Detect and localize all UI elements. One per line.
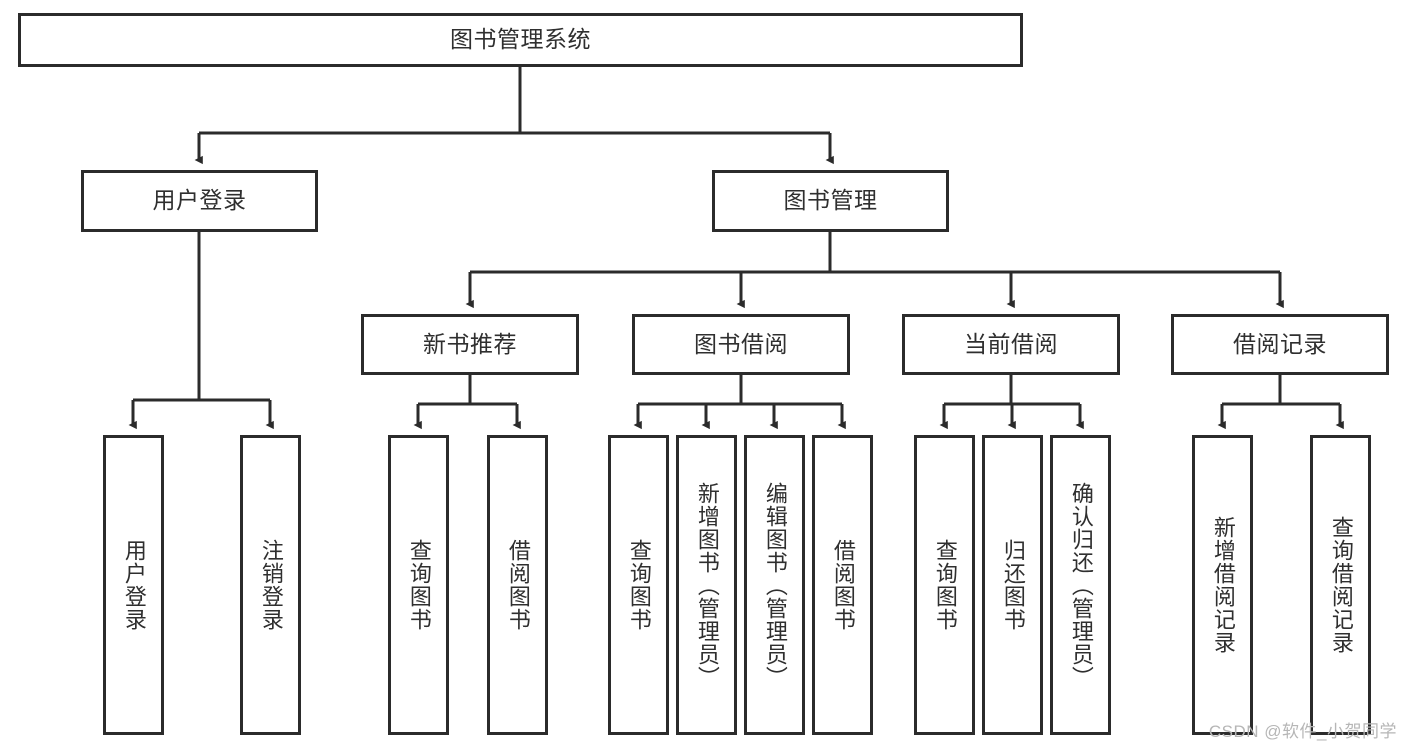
leaf-query-book-recommend-label: 查询图书 — [406, 539, 432, 631]
leaf-query-book-current[interactable]: 查询图书 — [914, 435, 975, 735]
leaf-borrow-book-recommend-label: 借阅图书 — [505, 539, 531, 631]
node-borrow-record[interactable]: 借阅记录 — [1171, 314, 1389, 375]
leaf-query-book-current-label: 查询图书 — [932, 539, 958, 631]
node-current-borrow[interactable]: 当前借阅 — [902, 314, 1120, 375]
leaf-confirm-return-admin[interactable]: 确认归还（管理员） — [1050, 435, 1111, 735]
leaf-query-book-recommend[interactable]: 查询图书 — [388, 435, 449, 735]
leaf-logout-login-label: 注销登录 — [258, 539, 284, 631]
leaf-query-borrow-record-label: 查询借阅记录 — [1328, 516, 1354, 654]
node-new-book-recommend-label: 新书推荐 — [423, 330, 517, 357]
watermark-text: CSDN @软件_小贺同学 — [1208, 722, 1397, 741]
node-root[interactable]: 图书管理系统 — [18, 13, 1023, 67]
leaf-query-borrow-record[interactable]: 查询借阅记录 — [1310, 435, 1371, 735]
leaf-user-login[interactable]: 用户登录 — [103, 435, 164, 735]
node-new-book-recommend[interactable]: 新书推荐 — [361, 314, 579, 375]
leaf-add-borrow-record[interactable]: 新增借阅记录 — [1192, 435, 1253, 735]
node-book-management[interactable]: 图书管理 — [712, 170, 949, 232]
node-book-management-label: 图书管理 — [783, 187, 878, 214]
leaf-borrow-book-recommend[interactable]: 借阅图书 — [487, 435, 548, 735]
node-current-borrow-label: 当前借阅 — [964, 330, 1058, 357]
leaf-query-book-borrow-label: 查询图书 — [626, 539, 652, 631]
leaf-logout-login[interactable]: 注销登录 — [240, 435, 301, 735]
leaf-borrow-book[interactable]: 借阅图书 — [812, 435, 873, 735]
leaf-edit-book-admin-label: 编辑图书（管理员） — [762, 481, 788, 689]
node-book-borrow[interactable]: 图书借阅 — [632, 314, 850, 375]
node-borrow-record-label: 借阅记录 — [1233, 330, 1327, 357]
node-book-borrow-label: 图书借阅 — [694, 330, 788, 357]
node-user-login[interactable]: 用户登录 — [81, 170, 318, 232]
leaf-confirm-return-admin-label: 确认归还（管理员） — [1068, 481, 1094, 689]
leaf-user-login-label: 用户登录 — [121, 539, 147, 631]
leaf-add-book-admin[interactable]: 新增图书（管理员） — [676, 435, 737, 735]
leaf-return-book-label: 归还图书 — [1000, 539, 1026, 631]
node-root-label: 图书管理系统 — [450, 26, 591, 53]
leaf-add-borrow-record-label: 新增借阅记录 — [1210, 516, 1236, 654]
leaf-borrow-book-label: 借阅图书 — [830, 539, 856, 631]
leaf-edit-book-admin[interactable]: 编辑图书（管理员） — [744, 435, 805, 735]
node-user-login-label: 用户登录 — [152, 187, 247, 214]
leaf-add-book-admin-label: 新增图书（管理员） — [694, 481, 720, 689]
leaf-query-book-borrow[interactable]: 查询图书 — [608, 435, 669, 735]
leaf-return-book[interactable]: 归还图书 — [982, 435, 1043, 735]
